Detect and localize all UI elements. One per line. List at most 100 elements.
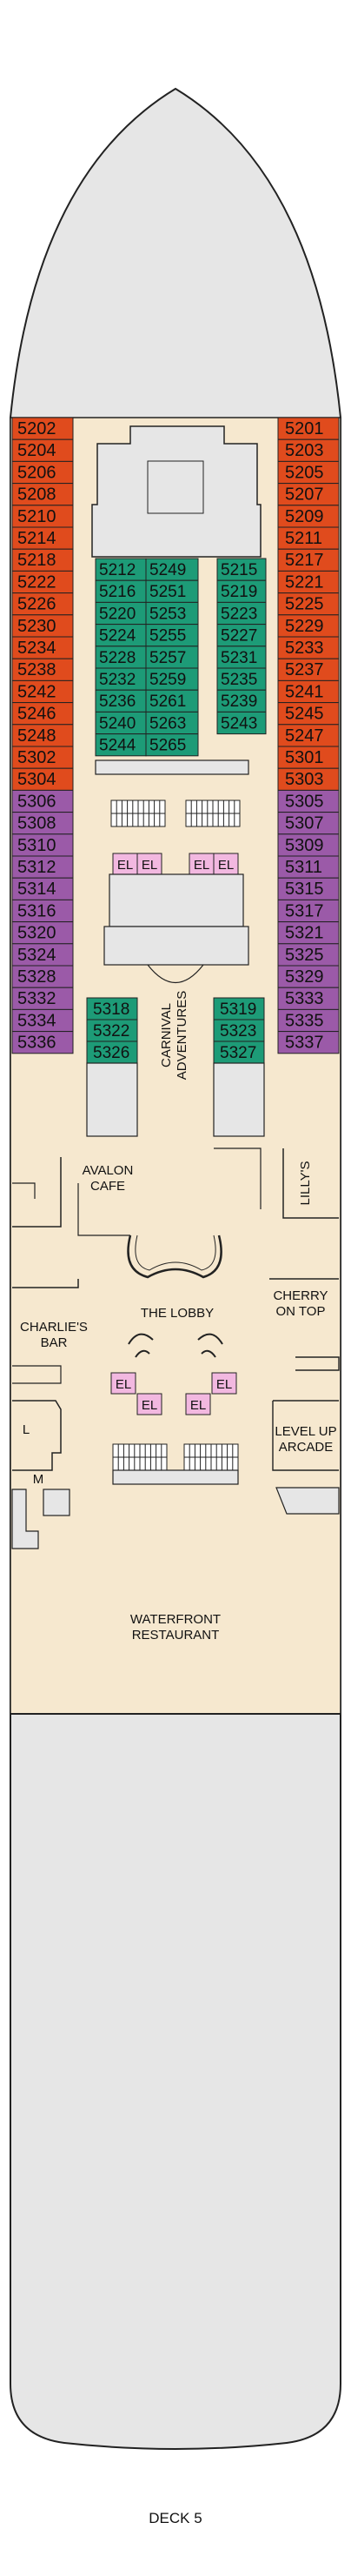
cabin-5332[interactable] <box>11 987 74 1010</box>
cabin-5203[interactable] <box>277 438 340 462</box>
cabin-5243[interactable] <box>216 711 267 735</box>
cabin-number: 5322 <box>93 1022 129 1040</box>
cabin-5206[interactable] <box>11 460 74 485</box>
cabin-5309[interactable] <box>277 833 340 857</box>
cabin-number: 5323 <box>220 1022 256 1040</box>
cabin-5229[interactable] <box>277 614 340 638</box>
cabin-5336[interactable] <box>11 1031 74 1054</box>
cabin-5329[interactable] <box>277 965 340 988</box>
cabin-5310[interactable] <box>11 833 74 857</box>
cabin-5253[interactable] <box>145 601 199 626</box>
cabin-number: 5236 <box>99 693 136 711</box>
cabin-5303[interactable] <box>277 767 340 791</box>
cabin-5302[interactable] <box>11 746 74 769</box>
cabin-5240[interactable] <box>95 711 147 735</box>
cabin-5251[interactable] <box>145 579 199 603</box>
cabin-5324[interactable] <box>11 943 74 967</box>
cabin-5212[interactable] <box>95 558 147 581</box>
cabin-number: 5203 <box>285 441 324 460</box>
cabin-number: 5307 <box>285 814 324 833</box>
cabin-5230[interactable] <box>11 614 74 638</box>
cabin-5244[interactable] <box>95 733 147 757</box>
waterfront-restaurant-label-2: RESTAURANT <box>132 1628 220 1643</box>
cabin-5326[interactable] <box>86 1040 138 1064</box>
elevator[interactable] <box>211 1372 237 1395</box>
elevator[interactable] <box>110 1372 136 1395</box>
cabin-number: 5234 <box>17 639 56 658</box>
elevator[interactable] <box>136 1393 162 1415</box>
cabin-5238[interactable] <box>11 658 74 681</box>
elevator-label: EL <box>194 858 209 873</box>
cabin-5334[interactable] <box>11 1008 74 1033</box>
cafe-counter <box>77 1183 130 1236</box>
cabin-5202[interactable] <box>11 417 74 440</box>
cabin-5207[interactable] <box>277 483 340 506</box>
cabin-5219[interactable] <box>216 579 267 603</box>
cabin-number: 5311 <box>285 858 322 877</box>
cabin-5215[interactable] <box>216 558 267 581</box>
avalon-cafe-label-2: CAFE <box>90 1179 125 1194</box>
cabin-5259[interactable] <box>145 667 199 691</box>
cabin-5316[interactable] <box>11 899 74 923</box>
cabin-5211[interactable] <box>277 526 340 550</box>
cabin-5227[interactable] <box>216 624 267 647</box>
cabin-5325[interactable] <box>277 943 340 967</box>
cabin-5321[interactable] <box>277 921 340 945</box>
cabin-5323[interactable] <box>213 1019 265 1042</box>
forward-curved-stair <box>147 964 204 984</box>
cabin-5235[interactable] <box>216 667 267 691</box>
cabin-5322[interactable] <box>86 1019 138 1042</box>
cabin-5337[interactable] <box>277 1031 340 1054</box>
cabin-5220[interactable] <box>95 601 147 626</box>
cabin-5315[interactable] <box>277 877 340 900</box>
cabin-5210[interactable] <box>11 505 74 528</box>
cabin-5261[interactable] <box>145 689 199 713</box>
cabin-5249[interactable] <box>145 558 199 581</box>
cabin-5314[interactable] <box>11 877 74 900</box>
cabin-5335[interactable] <box>277 1008 340 1033</box>
cabin-5248[interactable] <box>11 724 74 747</box>
cabin-5312[interactable] <box>11 855 74 879</box>
cabin-number: 5302 <box>17 748 56 767</box>
cabin-5247[interactable] <box>277 724 340 747</box>
cabin-5233[interactable] <box>277 636 340 659</box>
lobby-seating-left <box>128 1333 154 1358</box>
cabin-5224[interactable] <box>95 624 147 647</box>
cabin-5236[interactable] <box>95 689 147 713</box>
cabin-5306[interactable] <box>11 789 74 813</box>
cabin-5234[interactable] <box>11 636 74 659</box>
charlies-bar-counter <box>12 1365 62 1384</box>
cabin-5242[interactable] <box>11 679 74 704</box>
cabin-5320[interactable] <box>11 921 74 945</box>
cabin-5318[interactable] <box>86 997 138 1020</box>
cabin-5217[interactable] <box>277 548 340 572</box>
cabin-5204[interactable] <box>11 438 74 462</box>
elevator[interactable] <box>189 853 215 875</box>
cabin-5237[interactable] <box>277 658 340 681</box>
avalon-cafe-label: AVALON <box>83 1163 134 1178</box>
cabin-5327[interactable] <box>213 1040 265 1064</box>
cabin-5301[interactable] <box>277 746 340 769</box>
cabin-5308[interactable] <box>11 812 74 835</box>
cabin-5228[interactable] <box>95 646 147 669</box>
cabin-number: 5261 <box>149 693 186 711</box>
cabin-number: 5210 <box>17 507 56 526</box>
elevator[interactable] <box>185 1393 211 1415</box>
cabin-number: 5246 <box>17 705 56 724</box>
elevator[interactable] <box>136 853 162 875</box>
cabin-5226[interactable] <box>11 592 74 616</box>
cabin-5209[interactable] <box>277 505 340 528</box>
cabin-5319[interactable] <box>213 997 265 1020</box>
cabin-5205[interactable] <box>277 460 340 485</box>
cabin-5307[interactable] <box>277 812 340 835</box>
cabin-number: 5214 <box>17 529 56 548</box>
forward-stair <box>147 460 204 514</box>
cabin-5265[interactable] <box>145 733 199 757</box>
cabin-5208[interactable] <box>11 483 74 506</box>
cabin-5225[interactable] <box>277 592 340 616</box>
cabin-number: 5263 <box>149 714 186 733</box>
cabin-5239[interactable] <box>216 689 267 713</box>
cabin-number: 5212 <box>99 561 136 579</box>
cabin-number: 5335 <box>285 1011 324 1030</box>
cabin-5241[interactable] <box>277 679 340 704</box>
